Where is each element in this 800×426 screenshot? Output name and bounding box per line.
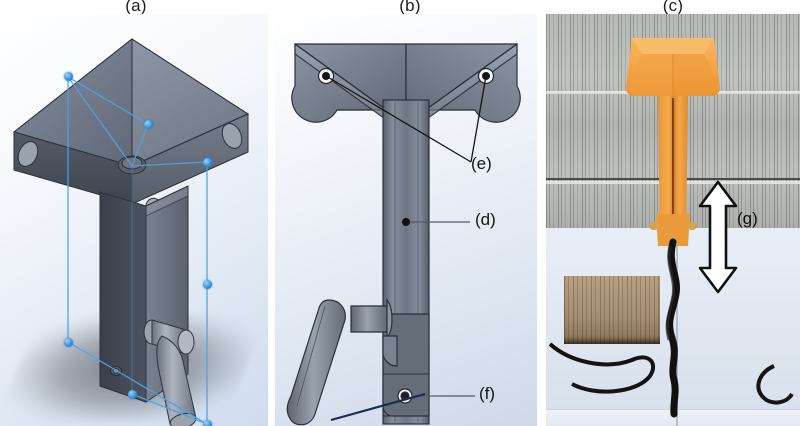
panel-label-b: (b) xyxy=(399,0,421,15)
annotation-label-g: (g) xyxy=(737,209,758,228)
dim-point-bottom-right xyxy=(203,420,212,426)
callout-label-d: (d) xyxy=(475,210,496,229)
enclosure-box-center-seam xyxy=(676,228,678,426)
dim-point-mid-top xyxy=(144,120,153,129)
panel-b: (e) (d) (f) xyxy=(275,14,537,426)
dim-point-bottom-center xyxy=(128,390,137,399)
panel-c: (g) xyxy=(546,14,800,426)
enclosure-window xyxy=(564,276,660,344)
cable xyxy=(546,14,800,426)
callout-label-f: (f) xyxy=(479,384,496,403)
callout-label-e: (e) xyxy=(471,154,492,173)
dim-point-top-left xyxy=(64,72,73,81)
cad-model-isometric xyxy=(0,14,268,426)
travel-arrow-g xyxy=(546,14,800,426)
dim-point-right-upper xyxy=(203,158,212,167)
cad-model-front xyxy=(275,14,537,426)
printed-bracket xyxy=(546,14,800,426)
dim-point-left-lower xyxy=(64,338,73,347)
sketch-dimensions xyxy=(0,14,268,426)
panel-label-c: (c) xyxy=(662,0,684,15)
panel-a xyxy=(0,14,268,426)
dim-point-right-mid xyxy=(203,280,212,289)
panel-label-a: (a) xyxy=(125,0,147,15)
